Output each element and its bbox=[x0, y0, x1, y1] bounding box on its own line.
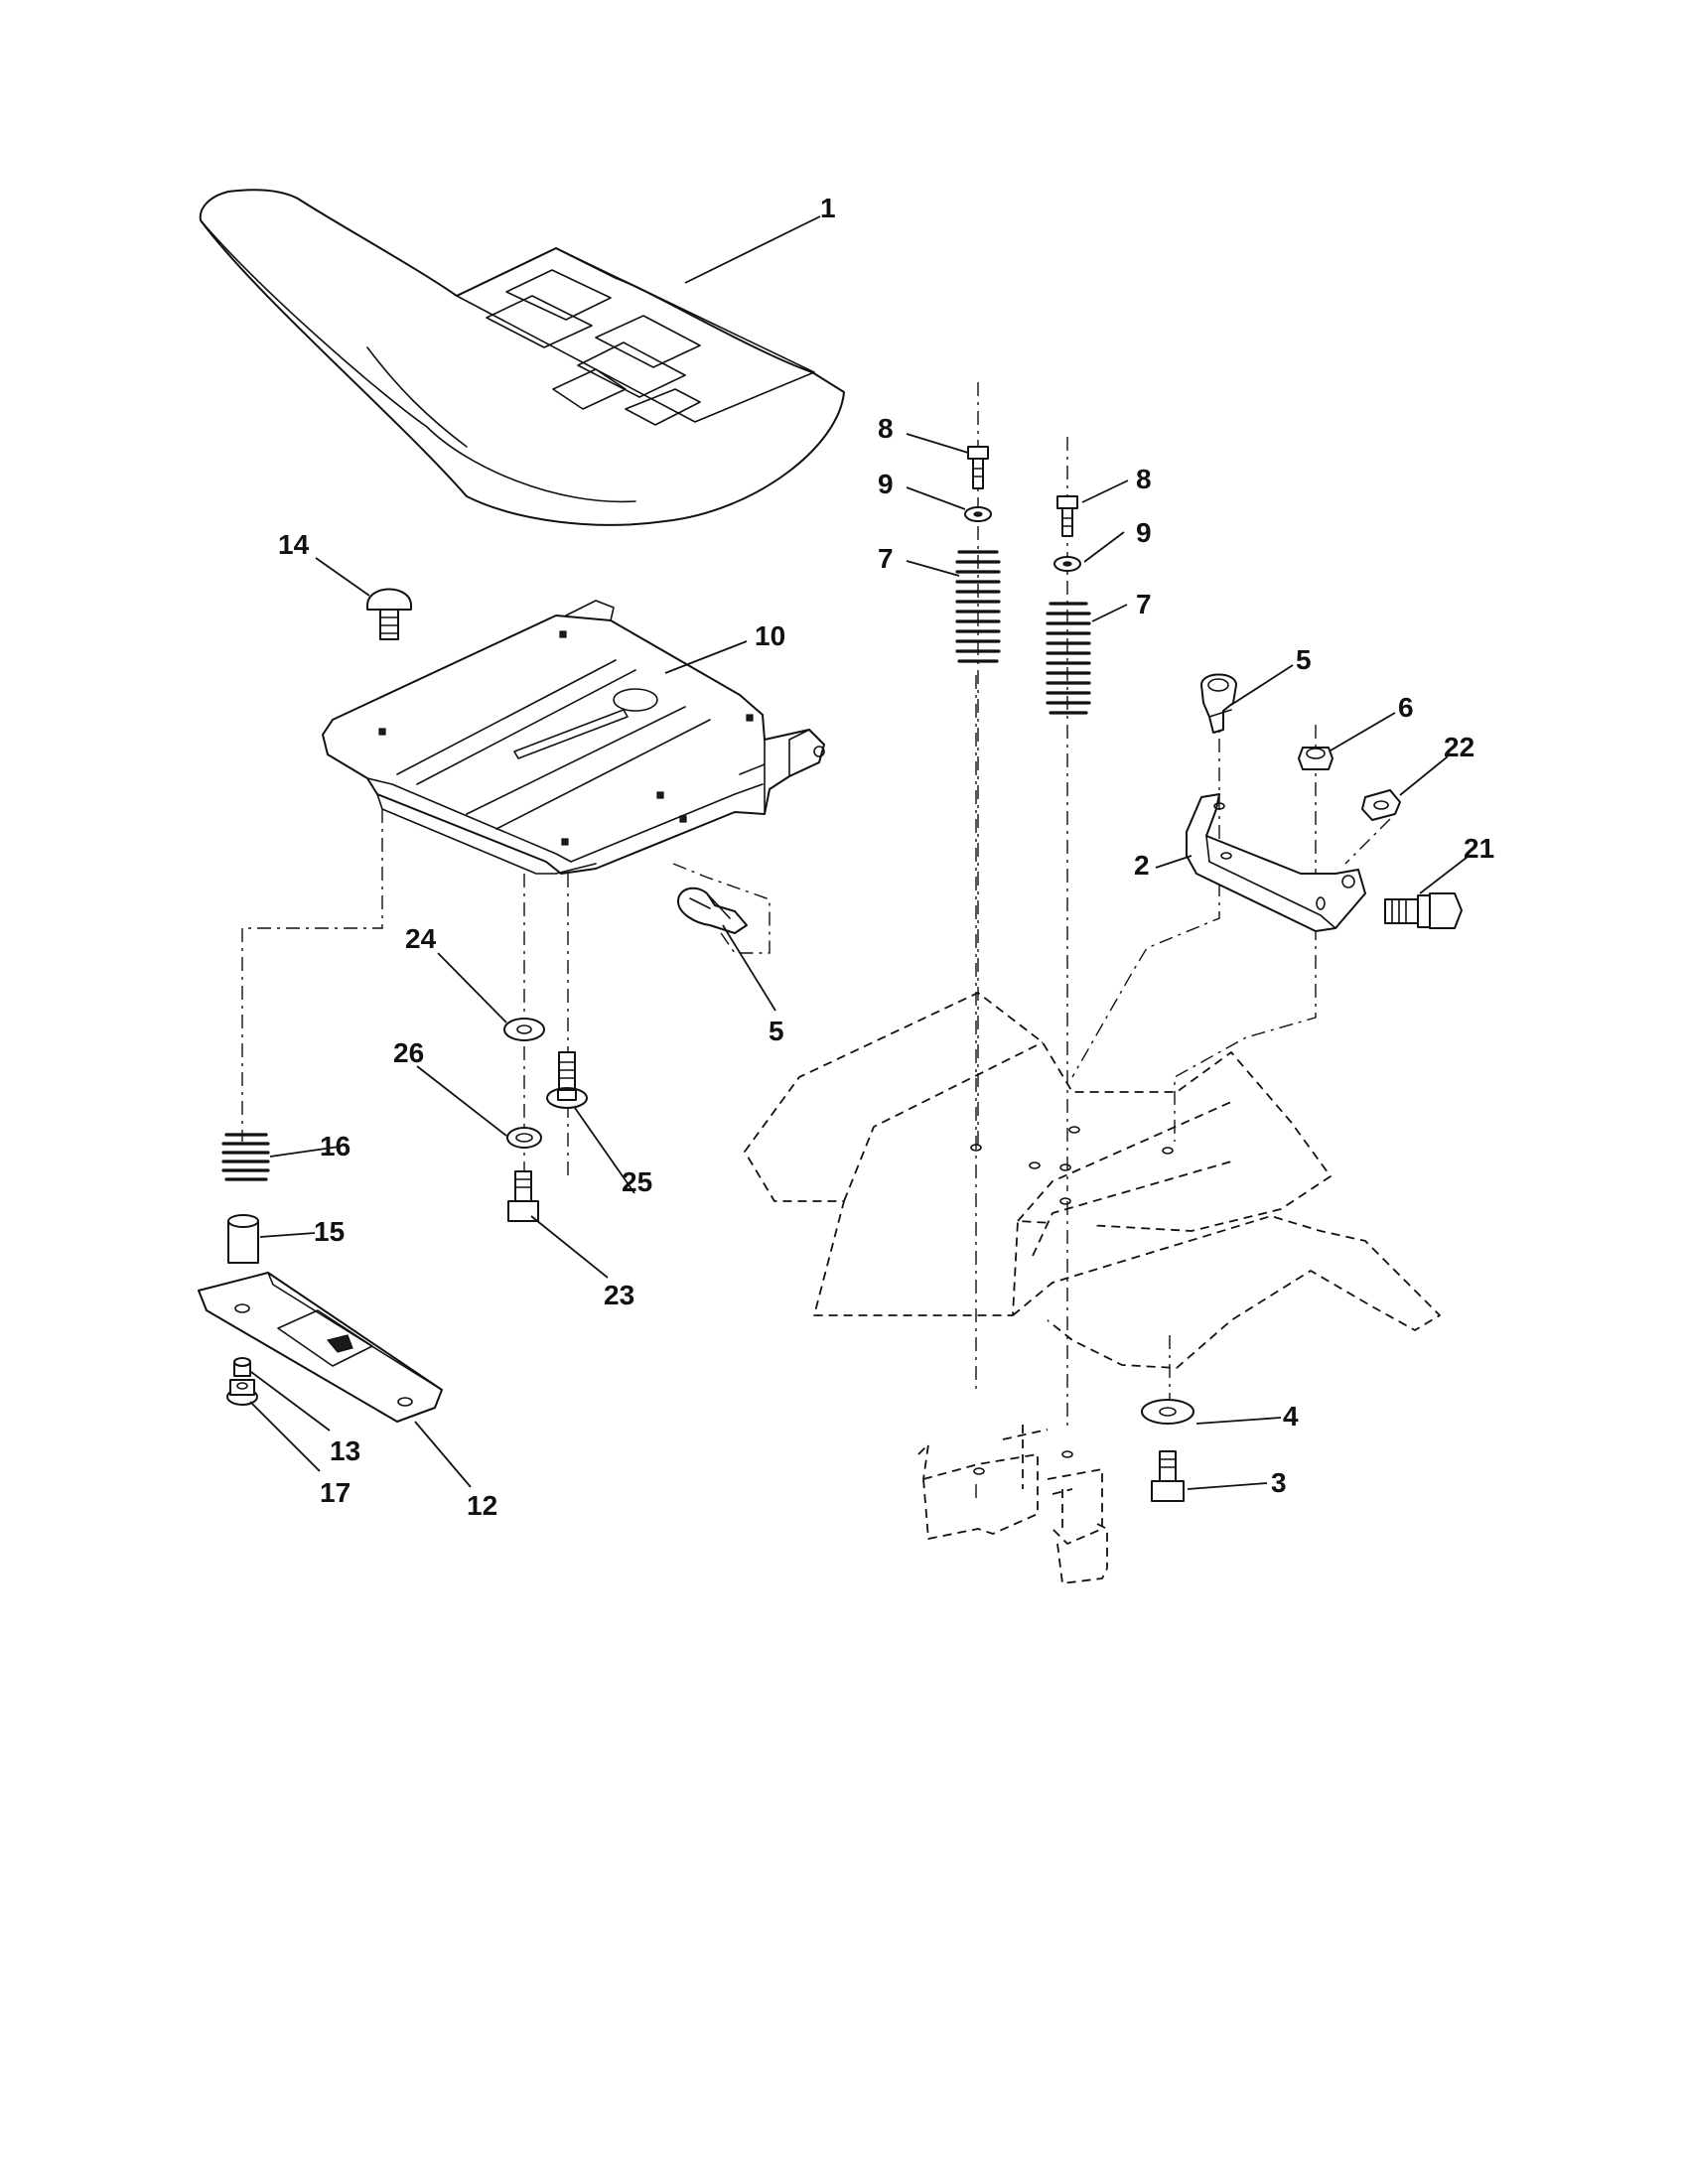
callout-14: 14 bbox=[278, 529, 310, 560]
spacer bbox=[227, 1214, 259, 1264]
flat-washer-4 bbox=[1141, 1399, 1194, 1425]
flat-washer-24 bbox=[503, 1018, 545, 1041]
callout-9-left: 9 bbox=[878, 469, 894, 499]
bushing bbox=[233, 1357, 251, 1377]
leader-lines bbox=[249, 215, 1469, 1490]
callout-4: 4 bbox=[1283, 1401, 1299, 1432]
callout-6: 6 bbox=[1398, 692, 1414, 723]
callout-5-lower: 5 bbox=[769, 1016, 784, 1046]
callout-23: 23 bbox=[604, 1280, 634, 1310]
shoulder-bolt-21 bbox=[1384, 892, 1463, 929]
washer-9-left bbox=[964, 506, 992, 522]
clip-lower bbox=[677, 887, 748, 934]
carriage-bolt bbox=[366, 588, 412, 640]
callout-15: 15 bbox=[314, 1216, 345, 1247]
callout-17: 17 bbox=[320, 1477, 351, 1508]
seat-bracket bbox=[1186, 793, 1366, 932]
washer-9-right bbox=[1053, 556, 1081, 572]
callout-labels: 1 14 10 5 8 9 7 8 9 7 5 6 22 2 21 4 3 24… bbox=[278, 193, 1494, 1521]
callout-7-left: 7 bbox=[878, 543, 894, 574]
callout-8-right: 8 bbox=[1136, 464, 1152, 494]
seat-cushion bbox=[199, 189, 845, 526]
callout-12: 12 bbox=[467, 1490, 497, 1521]
seat-grip-pads bbox=[486, 269, 701, 426]
callout-22: 22 bbox=[1444, 732, 1474, 762]
hex-nut-6 bbox=[1298, 747, 1333, 770]
callout-25: 25 bbox=[622, 1166, 652, 1197]
callout-7-right: 7 bbox=[1136, 589, 1152, 619]
clip-upper bbox=[1200, 673, 1237, 734]
callout-21: 21 bbox=[1464, 833, 1494, 864]
seat-pan bbox=[322, 600, 825, 875]
shoulder-bolt bbox=[546, 1051, 588, 1109]
callout-16: 16 bbox=[320, 1131, 351, 1161]
bolt-8-left bbox=[967, 446, 989, 489]
hex-bolt-23 bbox=[507, 1170, 539, 1222]
callout-24: 24 bbox=[405, 923, 437, 954]
callout-1: 1 bbox=[820, 193, 836, 223]
hex-nut-22 bbox=[1361, 789, 1401, 821]
frame-outline bbox=[744, 992, 1441, 1584]
callout-5-upper: 5 bbox=[1296, 644, 1312, 675]
callout-26: 26 bbox=[393, 1037, 424, 1068]
callout-13: 13 bbox=[330, 1435, 360, 1466]
callout-3: 3 bbox=[1271, 1467, 1287, 1498]
slide-plate bbox=[198, 1272, 443, 1423]
hex-bolt-3 bbox=[1151, 1450, 1185, 1502]
seat-spring-left bbox=[955, 550, 1001, 663]
flange-nut bbox=[226, 1379, 258, 1406]
callout-8-left: 8 bbox=[878, 413, 894, 444]
callout-9-right: 9 bbox=[1136, 517, 1152, 548]
lock-washer bbox=[506, 1127, 542, 1149]
bolt-8-right bbox=[1056, 495, 1078, 537]
compression-spring bbox=[221, 1133, 270, 1181]
seat-spring-right bbox=[1046, 602, 1091, 715]
callout-2: 2 bbox=[1134, 850, 1150, 881]
callout-10: 10 bbox=[755, 620, 785, 651]
